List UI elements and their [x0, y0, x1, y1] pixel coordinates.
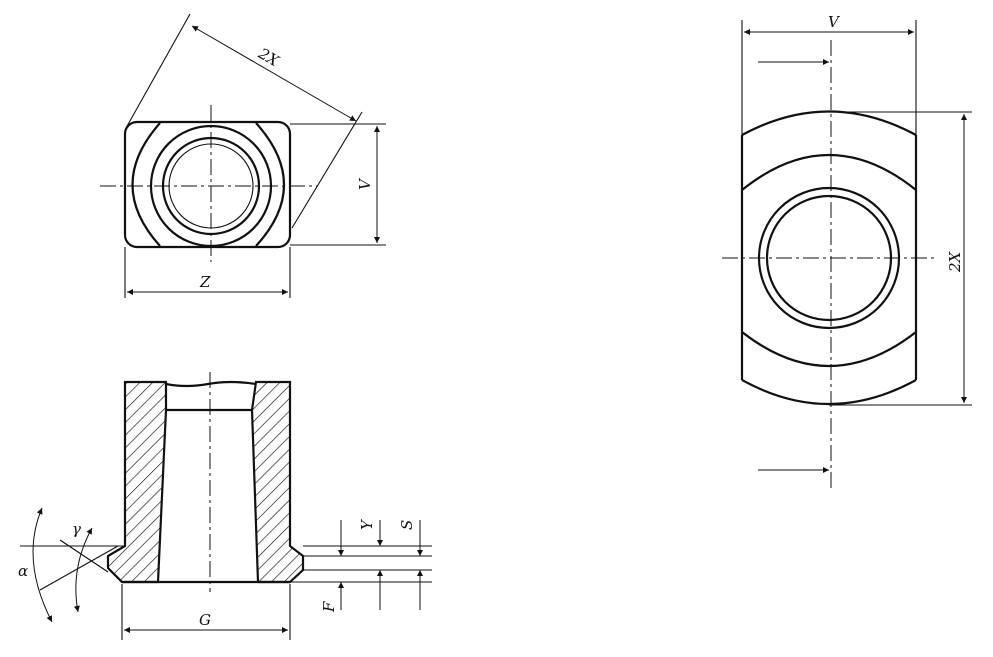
label-s: S	[398, 520, 416, 530]
label-gamma: γ	[72, 520, 81, 538]
section-wall-right	[250, 380, 305, 584]
angle-arc-alpha	[32, 507, 53, 623]
side-view: V 2X	[722, 13, 972, 492]
side-view-inner-arc-bottom	[741, 331, 917, 367]
dim-2x-diagonal	[191, 25, 357, 122]
top-view-arc-left	[131, 122, 161, 247]
label-alpha: α	[18, 562, 28, 580]
label-z: Z	[199, 273, 211, 291]
label-v-top-view: V	[356, 177, 374, 190]
label-2x-side-view: 2X	[946, 250, 964, 273]
side-view-bottom-curve	[741, 379, 917, 406]
label-f: F	[320, 601, 338, 613]
label-2x-top: 2X	[254, 44, 283, 71]
section-view: G Y S F α γ	[18, 372, 432, 640]
label-v-side-view: V	[828, 13, 841, 31]
angle-arc-gamma	[73, 527, 93, 613]
side-view-top-curve	[741, 110, 917, 136]
top-view: 2X V Z	[100, 13, 386, 298]
label-g: G	[199, 611, 211, 629]
section-top-edge	[165, 380, 257, 388]
section-wall-left	[106, 380, 168, 584]
side-view-inner-arc-top	[741, 154, 917, 191]
top-view-arc-right	[255, 122, 285, 247]
top-view-outline	[123, 120, 292, 249]
label-y: Y	[358, 518, 376, 530]
